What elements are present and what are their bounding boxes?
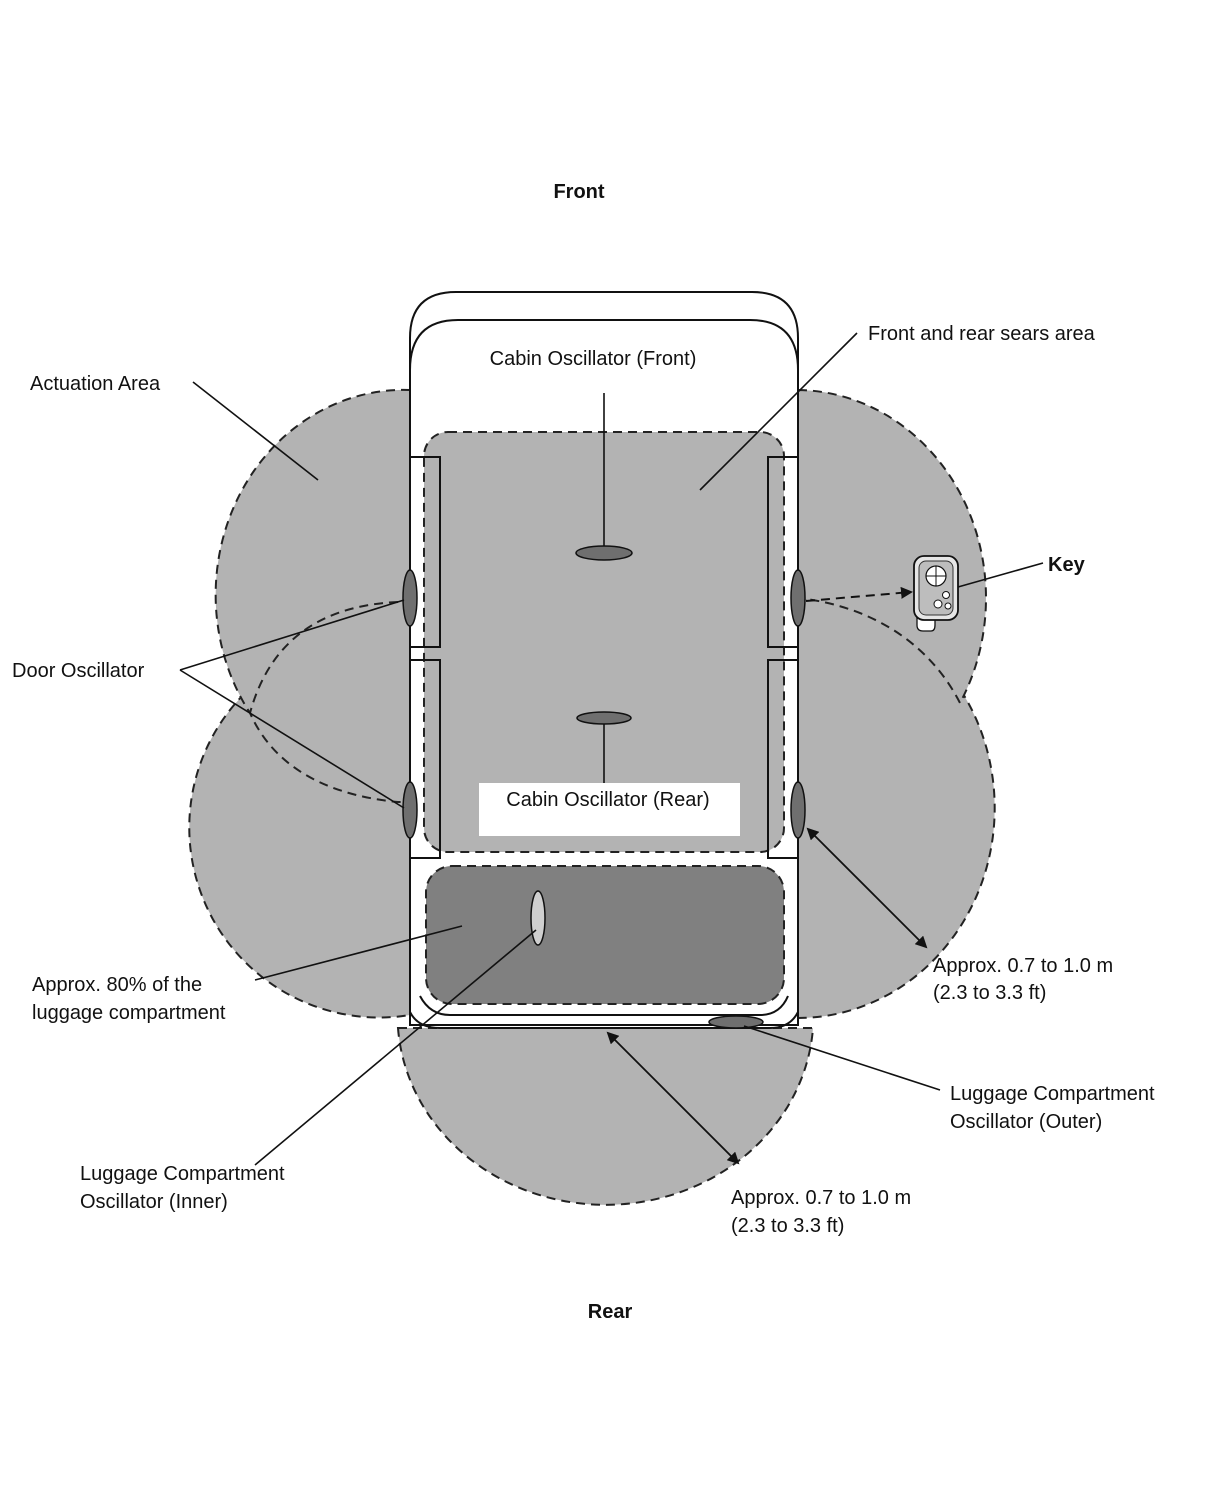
doors (409, 456, 799, 859)
left-front-door (409, 456, 441, 648)
rear-bumper-inner (419, 995, 789, 1016)
luggage-outer-label-line1: Luggage Compartment (950, 1083, 1155, 1105)
rear-range-arrow (606, 1031, 740, 1165)
key-fob-icon (913, 555, 959, 632)
door-oscillator-right-rear (790, 781, 806, 839)
front-rear-seats-area-label: Front and rear sears area (868, 323, 1096, 345)
vehicle-outline (409, 291, 799, 1026)
right-rear-door (767, 659, 799, 859)
windshield-line (409, 319, 799, 371)
luggage-80-label-line1: Approx. 80% of the (32, 974, 202, 996)
right-front-actuation-zone (797, 388, 987, 706)
rear-actuation-zone (396, 1027, 815, 1206)
side-range-label-line1: Approx. 0.7 to 1.0 m (933, 955, 1113, 977)
leader-lines (179, 332, 1044, 1166)
door-oscillator-left-front (402, 569, 418, 627)
leader-key (957, 562, 1044, 588)
leader-door-osc-1 (179, 599, 405, 671)
cabin-rear-label-box (479, 783, 740, 836)
leader-luggage-outer (743, 1025, 941, 1091)
door-oscillator-label: Door Oscillator (12, 660, 145, 682)
luggage-80-label-line2: luggage compartment (32, 1002, 226, 1024)
rear-range-label-line1: Approx. 0.7 to 1.0 m (731, 1187, 911, 1209)
side-range-label-line2: (2.3 to 3.3 ft) (933, 982, 1046, 1004)
leader-front-rear-seats (699, 332, 858, 491)
rear-bumper (409, 1000, 799, 1029)
door-oscillator-right-front (790, 569, 806, 627)
leader-luggage-inner (254, 929, 537, 1166)
luggage-outer-label-line2: Oscillator (Outer) (950, 1111, 1102, 1133)
vehicle-body (409, 291, 799, 1029)
leader-luggage-80 (254, 925, 463, 981)
luggage-inner-label-line2: Oscillator (Inner) (80, 1191, 228, 1213)
actuation-area-label: Actuation Area (30, 373, 161, 395)
left-zone-overlap-edge (249, 601, 399, 714)
cabin-oscillator-front-label: Cabin Oscillator (Front) (490, 348, 697, 370)
door-oscillator-left-rear (402, 781, 418, 839)
front-label: Front (553, 181, 604, 203)
luggage-oscillator-outer (708, 1015, 764, 1029)
cabin-oscillator-front (575, 545, 633, 561)
cabin-oscillator-rear-label: Cabin Oscillator (Rear) (506, 789, 709, 811)
arrows (606, 586, 928, 1165)
leader-actuation-area (192, 381, 319, 481)
left-front-actuation-zone (214, 388, 411, 803)
luggage-oscillator-inner (530, 890, 546, 946)
left-rear-door (409, 659, 441, 859)
rear-label: Rear (588, 1301, 633, 1323)
labels: Front Rear Actuation Area Cabin Oscillat… (12, 181, 1155, 1323)
cabin-oscillator-rear (576, 711, 632, 725)
right-front-door (767, 456, 799, 648)
side-range-arrow (806, 827, 928, 949)
key-label: Key (1048, 554, 1086, 576)
rear-range-label-line2: (2.3 to 3.3 ft) (731, 1215, 844, 1237)
leader-door-osc-2 (179, 669, 405, 809)
luggage-detection-zone (425, 865, 785, 1005)
key-signal-arrow (805, 586, 913, 602)
luggage-inner-label-line1: Luggage Compartment (80, 1163, 285, 1185)
